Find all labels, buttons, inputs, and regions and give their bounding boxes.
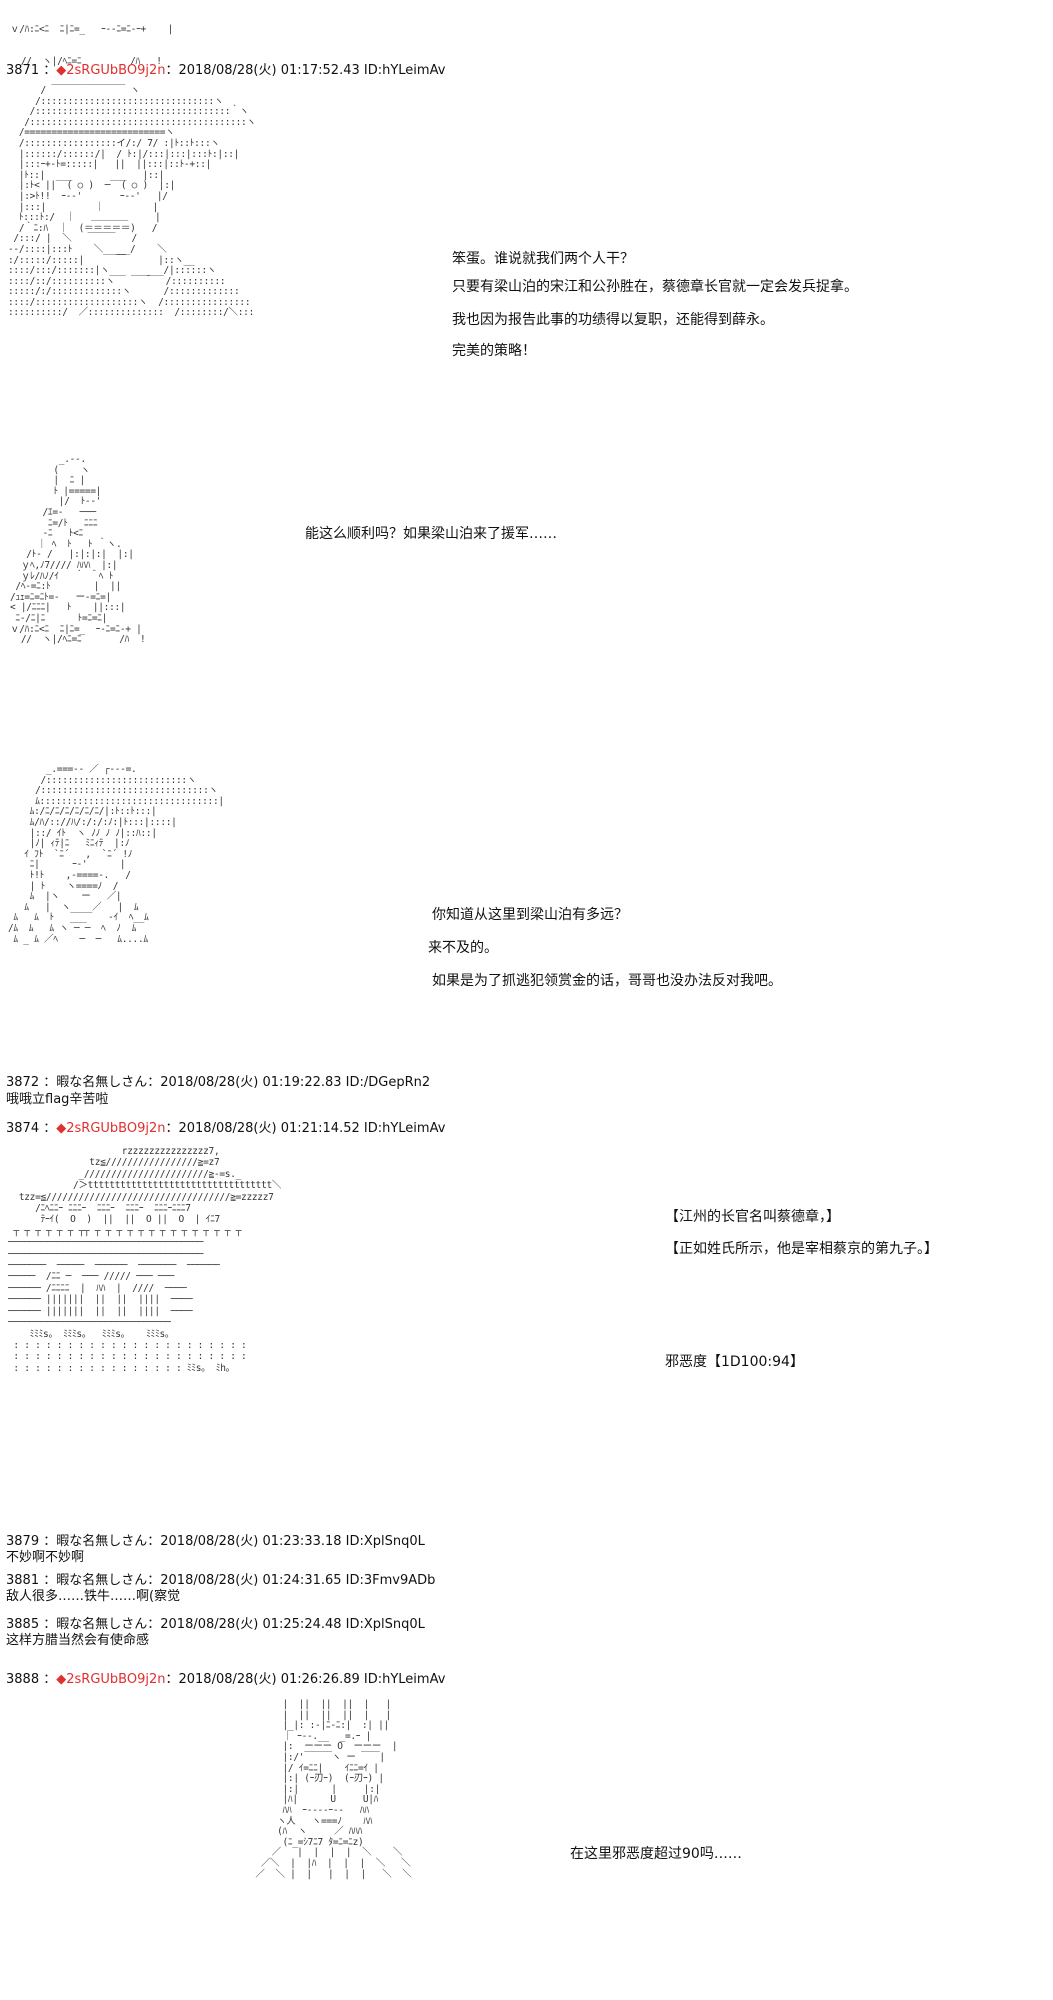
post-header-3885: 3885 ：暇な名無しさん：2018/08/28(火) 01:25:24.48 … [6, 1617, 425, 1633]
post-header-3879: 3879 ：暇な名無しさん：2018/08/28(火) 01:23:33.18 … [6, 1534, 425, 1550]
ascii-art-building-scene: rzzzzzzzzzzzzzzz7, tz≦/////////////////≧… [8, 1146, 282, 1374]
separator: ： [43, 63, 57, 78]
post-body-3879: 不妙啊不妙啊 [6, 1550, 85, 1565]
tripcode: 2sRGUbBO9j2n [66, 1121, 166, 1136]
ascii-art-character-glasses: / ￣￣￣￣￣￣￣￣ ヽ /::::::::::::::::::::::::::… [8, 85, 256, 319]
dialog-3-line-1: 你知道从这里到梁山泊有多远？ [432, 907, 628, 923]
ascii-art-character-headband: | || || || | | | || || || | | |_|: :-|ﾆ-… [255, 1699, 412, 1880]
separator: ： [43, 1534, 57, 1549]
post-date-id: ：2018/08/28(火) 01:19:22.83 ID:/DGepRn2 [147, 1075, 431, 1090]
dialog-1-line-2: 只要有梁山泊的宋江和公孙胜在，蔡德章长官就一定会发兵捉拿。 [452, 279, 858, 295]
poster-name: 暇な名無しさん [56, 1617, 148, 1632]
post-date-id: ：2018/08/28(火) 01:26:26.89 ID:hYLeimAv [165, 1672, 446, 1687]
dialog-3: 你知道从这里到梁山泊有多远？ 来不及的。 如果是为了抓逃犯领赏金的话，哥哥也没办… [428, 906, 782, 990]
separator: ： [43, 1573, 57, 1588]
post-body-3885: 这样方腊当然会有使命感 [6, 1633, 150, 1648]
trip-diamond-icon: ◆ [56, 1672, 67, 1687]
dialog-5-line-1: 在这里邪恶度超过90吗…… [570, 1846, 742, 1862]
dialog-4b: 邪恶度【1D100:94】 [665, 1353, 804, 1371]
dialog-1-line-1: 笨蛋。谁说就我们两个人干？ [452, 251, 634, 267]
ascii-art-character-hood: _.===-- ／ ┌---=. /::::::::::::::::::::::… [8, 764, 224, 945]
poster-name: 暇な名無しさん [56, 1075, 148, 1090]
post-date-id: ：2018/08/28(火) 01:17:52.43 ID:hYLeimAv [165, 63, 446, 78]
poster-name: 暇な名無しさん [56, 1573, 148, 1588]
dialog-4: 【江州的长官名叫蔡德章，】 【正如姓氏所示，他是宰相蔡京的第九子。】 [665, 1208, 938, 1258]
evil-roll-line: 邪恶度【1D100:94】 [665, 1354, 804, 1370]
separator: ： [43, 1075, 57, 1090]
post-body-3881: 敌人很多……铁牛……啊(察觉 [6, 1589, 181, 1604]
post-number[interactable]: 3871 [6, 63, 40, 78]
dialog-2-line-1: 能这么顺利吗？如果梁山泊来了援军…… [305, 526, 557, 542]
dialog-2: 能这么顺利吗？如果梁山泊来了援军…… [305, 525, 557, 543]
dialog-4-line-2: 【正如姓氏所示，他是宰相蔡京的第九子。】 [665, 1241, 938, 1257]
post-header-3881: 3881 ：暇な名無しさん：2018/08/28(火) 01:24:31.65 … [6, 1573, 435, 1589]
post-number[interactable]: 3872 [6, 1075, 40, 1090]
post-number[interactable]: 3885 [6, 1617, 40, 1632]
post-body-3872: 哦哦立flag辛苦啦 [6, 1092, 109, 1107]
post-number[interactable]: 3874 [6, 1121, 40, 1136]
tripcode: 2sRGUbBO9j2n [66, 63, 166, 78]
post-date-id: ：2018/08/28(火) 01:21:14.52 ID:hYLeimAv [165, 1121, 446, 1136]
poster-name: 暇な名無しさん [56, 1534, 148, 1549]
post-date-id: ：2018/08/28(火) 01:24:31.65 ID:3Fmv9ADb [147, 1573, 436, 1588]
separator: ： [43, 1617, 57, 1632]
top-aa-line-1: ｖ/ﾊ:ﾆ<ﾆ ﾆ|ﾆ=_ ｰ--ﾆ=ﾆ-ｰ+ | [10, 24, 174, 36]
separator: ： [43, 1121, 57, 1136]
post-date-id: ：2018/08/28(火) 01:25:24.48 ID:XplSnq0L [147, 1617, 425, 1632]
tripcode: 2sRGUbBO9j2n [66, 1672, 166, 1687]
top-aa-fragment: ｖ/ﾊ:ﾆ<ﾆ ﾆ|ﾆ=_ ｰ--ﾆ=ﾆ-ｰ+ | // ヽ|/ﾍﾆ=ﾆ /ﾊ … [10, 4, 173, 89]
dialog-1: 笨蛋。谁说就我们两个人干？ 只要有梁山泊的宋江和公孙胜在，蔡德章长官就一定会发兵… [452, 250, 858, 360]
post-header-3872: 3872 ：暇な名無しさん：2018/08/28(火) 01:19:22.83 … [6, 1075, 430, 1091]
post-number[interactable]: 3881 [6, 1573, 40, 1588]
ascii-art-character-small: _.--. ( ヽ | ﾆ | ﾄ |=====| |/ ﾄ-‐' /ｴ=- ─… [10, 454, 146, 646]
post-number[interactable]: 3888 [6, 1672, 40, 1687]
trip-diamond-icon: ◆ [56, 63, 67, 78]
dialog-3-line-3: 如果是为了抓逃犯领赏金的话，哥哥也没办法反对我吧。 [432, 973, 782, 989]
post-number[interactable]: 3879 [6, 1534, 40, 1549]
dialog-4-line-1: 【江州的长官名叫蔡德章，】 [665, 1209, 840, 1225]
top-aa-line-2: // ヽ|/ﾍﾆ=ﾆ /ﾊ ! [10, 55, 162, 67]
dialog-3-line-2: 来不及的。 [428, 940, 498, 956]
separator: ： [43, 1672, 57, 1687]
dialog-5: 在这里邪恶度超过90吗…… [570, 1845, 742, 1863]
post-header-3874: 3874 ：◆2sRGUbBO9j2n：2018/08/28(火) 01:21:… [6, 1121, 445, 1137]
dialog-1-line-3: 我也因为报告此事的功绩得以复职，还能得到薛永。 [452, 312, 774, 328]
post-header-3871: 3871 ：◆2sRGUbBO9j2n：2018/08/28(火) 01:17:… [6, 63, 445, 79]
trip-diamond-icon: ◆ [56, 1121, 67, 1136]
post-header-3888: 3888 ：◆2sRGUbBO9j2n：2018/08/28(火) 01:26:… [6, 1672, 445, 1688]
dialog-1-line-4: 完美的策略！ [452, 343, 536, 359]
post-date-id: ：2018/08/28(火) 01:23:33.18 ID:XplSnq0L [147, 1534, 425, 1549]
